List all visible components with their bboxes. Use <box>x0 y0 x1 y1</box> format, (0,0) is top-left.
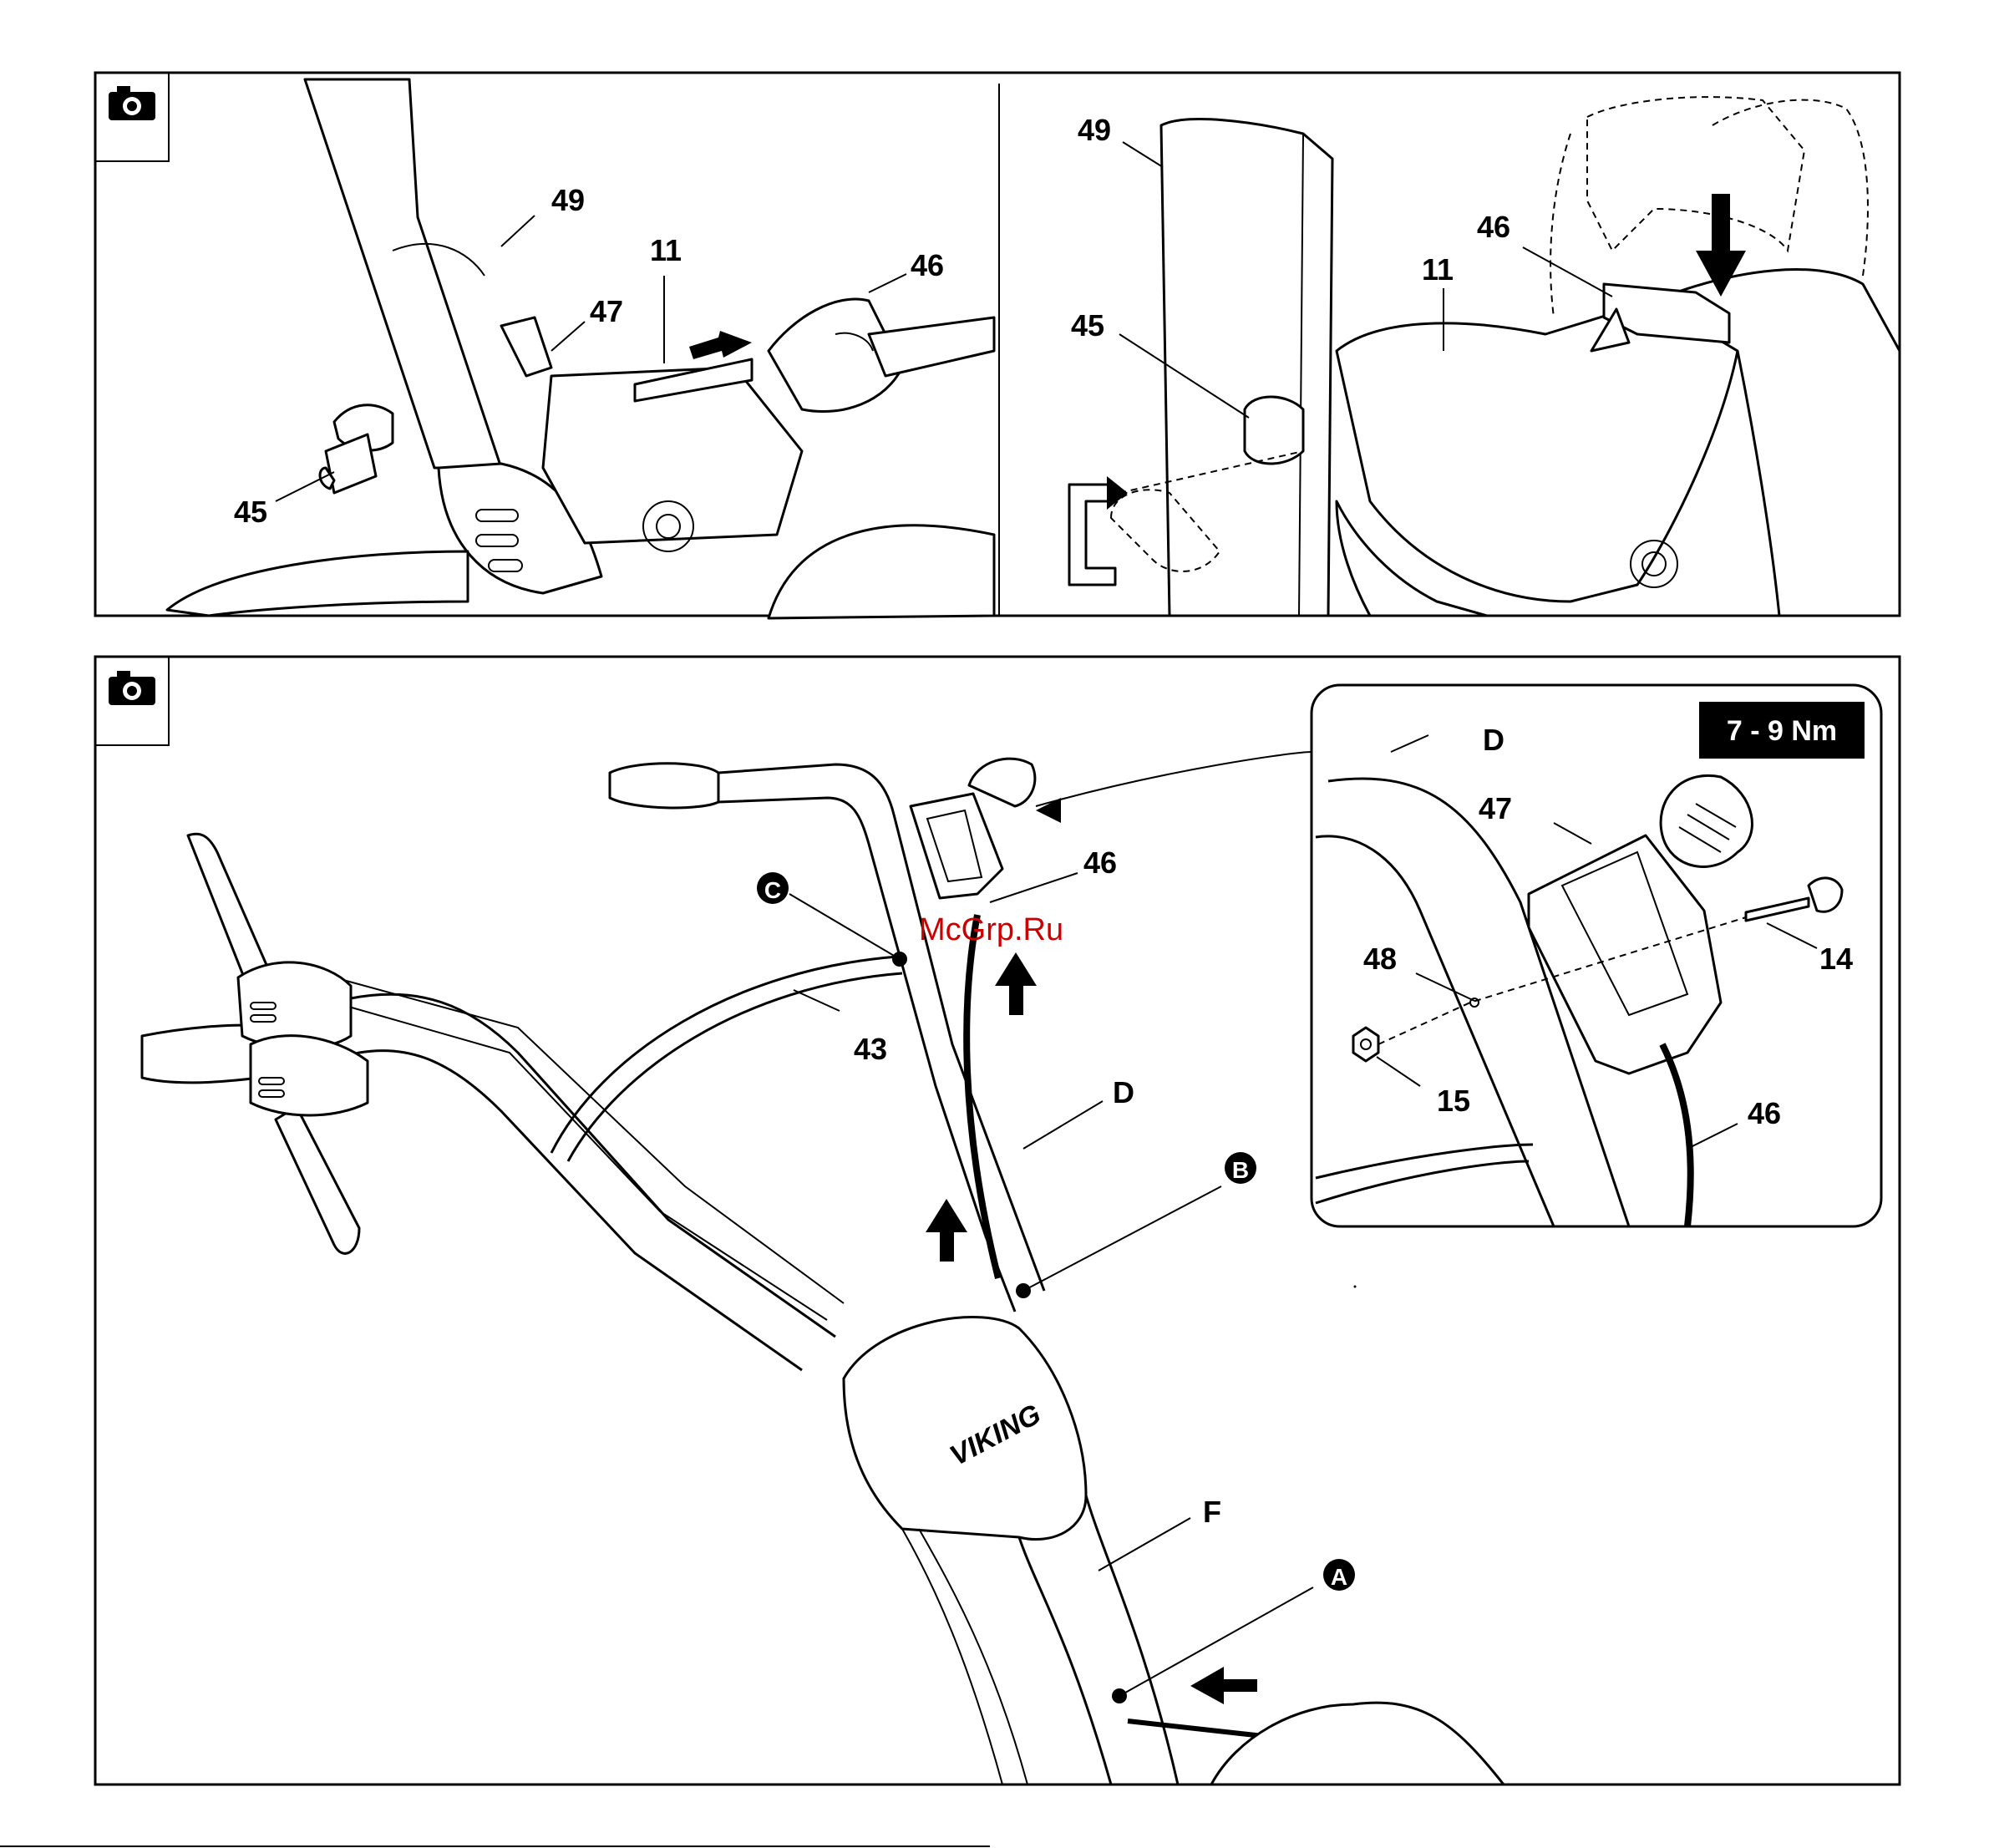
svg-text:A: A <box>1331 1564 1347 1590</box>
top-right-handlebar-drawing <box>1069 97 1900 616</box>
main-handlebar-drawing: VIKING <box>142 752 1504 1785</box>
inset-label-46: 46 <box>1748 1096 1781 1130</box>
pointer-arrow-icon <box>1036 798 1061 823</box>
label-d: D <box>1113 1075 1134 1109</box>
inset-label-48: 48 <box>1363 942 1397 976</box>
label-11: 11 <box>1422 252 1454 287</box>
label-47: 47 <box>590 294 623 328</box>
label-46: 46 <box>911 248 944 282</box>
label-11: 11 <box>650 233 682 267</box>
label-49: 49 <box>551 183 585 217</box>
camera-icon <box>95 657 169 745</box>
up-arrow-icon <box>926 1199 967 1262</box>
svg-text:C: C <box>764 877 781 903</box>
label-45: 45 <box>234 495 267 529</box>
inset-label-d: D <box>1483 723 1504 757</box>
label-43: 43 <box>854 1032 887 1066</box>
label-f: F <box>1203 1495 1221 1529</box>
marker-a: A <box>1323 1559 1355 1591</box>
label-46: 46 <box>1083 845 1117 880</box>
torque-value: 7 - 9 Nm <box>1727 715 1837 747</box>
up-arrow-icon <box>995 952 1037 1015</box>
camera-icon <box>95 73 169 161</box>
watermark: McGrp.Ru <box>919 912 1063 947</box>
label-45: 45 <box>1071 308 1104 343</box>
top-left-handlebar-drawing <box>167 79 994 618</box>
label-49: 49 <box>1078 113 1111 147</box>
label-46: 46 <box>1477 210 1510 244</box>
inset-label-47: 47 <box>1479 791 1512 825</box>
inset-label-15: 15 <box>1437 1084 1470 1118</box>
detail-inset: 7 - 9 Nm D 47 48 14 15 46 <box>1312 685 1881 1287</box>
svg-text:B: B <box>1232 1157 1249 1183</box>
left-arrow-icon <box>1190 1667 1257 1704</box>
inset-label-14: 14 <box>1819 942 1853 976</box>
marker-c: C <box>757 872 789 904</box>
arrow-icon <box>689 331 752 359</box>
marker-b: B <box>1225 1152 1256 1184</box>
